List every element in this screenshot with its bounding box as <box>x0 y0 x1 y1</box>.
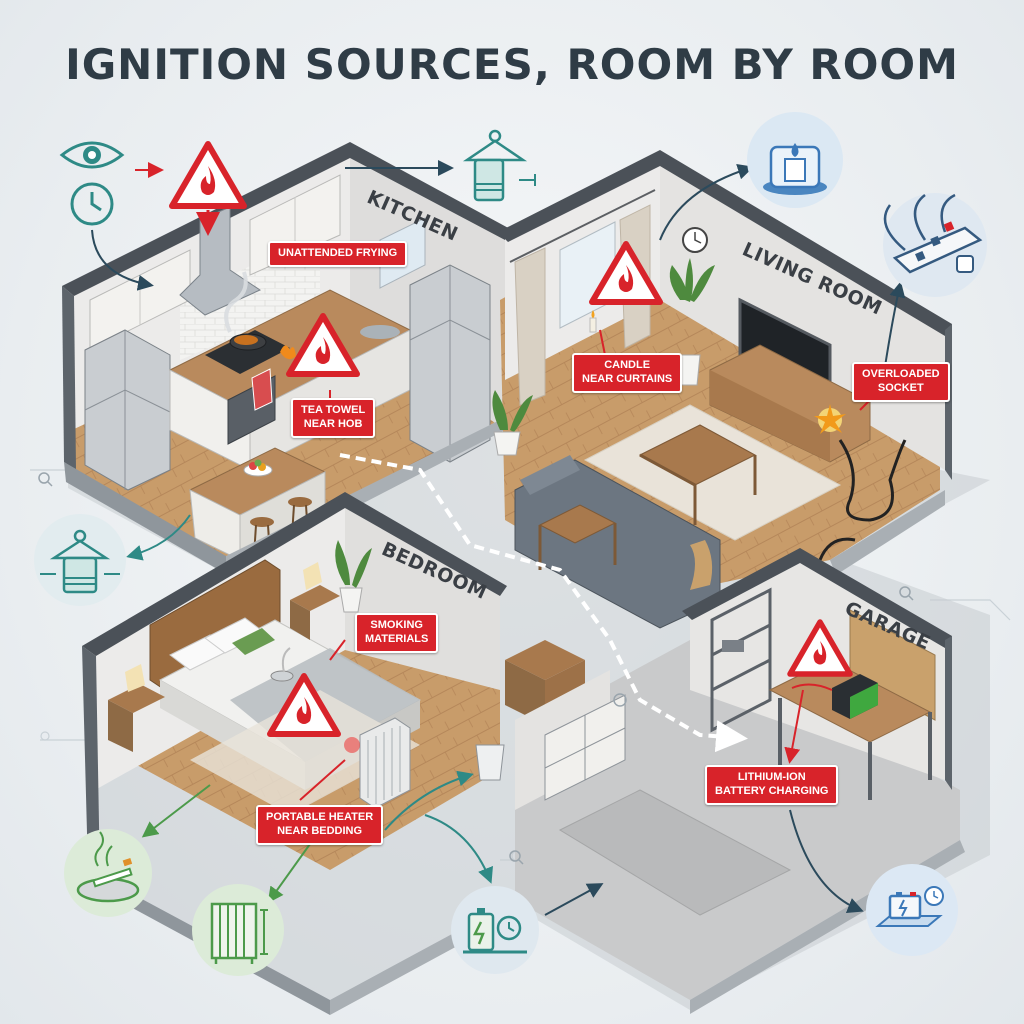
magnifier-icon <box>38 472 914 865</box>
candle-icon <box>763 143 827 195</box>
hazard-tag-candle: CANDLE NEAR CURTAINS <box>572 353 683 393</box>
fire-warning-icon <box>589 241 663 305</box>
power-strip-icon <box>883 193 983 274</box>
battery-timer-icon <box>875 886 944 927</box>
fire-warning-icon <box>787 619 853 677</box>
clock-icon <box>70 182 114 226</box>
hazard-tag-heater: PORTABLE HEATER NEAR BEDDING <box>256 805 384 845</box>
eye-icon <box>59 141 125 169</box>
kitchen-room <box>62 142 512 574</box>
ashtray-icon-circle <box>64 829 152 917</box>
battery-charging-icon <box>463 908 527 954</box>
connector-arrows <box>91 160 906 916</box>
bedroom-room <box>82 492 585 1015</box>
hazard-tag-tea-towel: TEA TOWEL NEAR HOB <box>291 398 376 438</box>
battery-charging-icon-circle <box>451 886 539 974</box>
socket-spark <box>814 404 846 434</box>
towel-hanger-icon <box>462 129 536 202</box>
fire-warning-icon <box>286 313 360 377</box>
ashtray-cigarette-icon <box>76 831 140 903</box>
evacuation-route-line <box>339 453 748 753</box>
kitchen-fridge-left <box>84 329 171 491</box>
fire-warning-icon <box>169 141 247 209</box>
hazard-tag-smoking: SMOKING MATERIALS <box>355 613 439 653</box>
portable-heater <box>359 717 411 809</box>
fire-warning-icon <box>267 673 341 737</box>
page-title: IGNITION SOURCES, ROOM BY ROOM <box>65 40 959 89</box>
hazard-tag-overloaded-socket: OVERLOADED SOCKET <box>852 362 950 402</box>
hazard-tag-lithium: LITHIUM-ION BATTERY CHARGING <box>705 765 839 805</box>
radiator-icon <box>210 902 268 964</box>
towel-hanger-icon <box>40 529 120 594</box>
hazard-tag-unattended-frying: UNATTENDED FRYING <box>268 241 408 267</box>
